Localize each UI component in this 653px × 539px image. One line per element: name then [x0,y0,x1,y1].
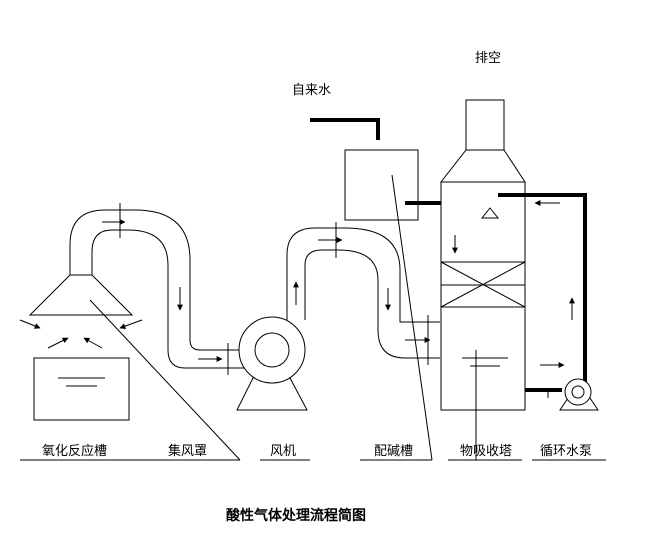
label-alkali-tank: 配碱槽 [374,444,413,459]
duct-hood-to-fan-outer [69,209,252,351]
alkali-tank [344,149,419,221]
tower-hood [439,149,526,183]
tap-water-pipe [310,118,380,140]
collection-hood-shape [28,274,134,316]
duct-fan-to-tower-outer [286,227,440,323]
label-oxidation-tank: 氧化反应槽 [42,443,107,459]
diagram-title: 酸性气体处理流程简图 [226,507,366,524]
duct-fan-to-tower-inner [304,249,440,359]
oxidation-tank [33,357,130,421]
label-absorption-tower: 物吸收塔 [460,444,512,459]
label-fan: 风机 [270,444,296,459]
label-tap-water: 自来水 [292,83,331,98]
exhaust-stack [465,99,505,151]
label-exhaust: 排空 [475,51,501,66]
label-hood: 集风罩 [168,443,207,459]
fan-impeller [254,332,290,368]
spray-head [480,207,500,219]
duct-hood-to-fan-inner [91,229,252,369]
label-pump: 循环水泵 [540,444,592,459]
circulation-pipe [498,193,587,385]
